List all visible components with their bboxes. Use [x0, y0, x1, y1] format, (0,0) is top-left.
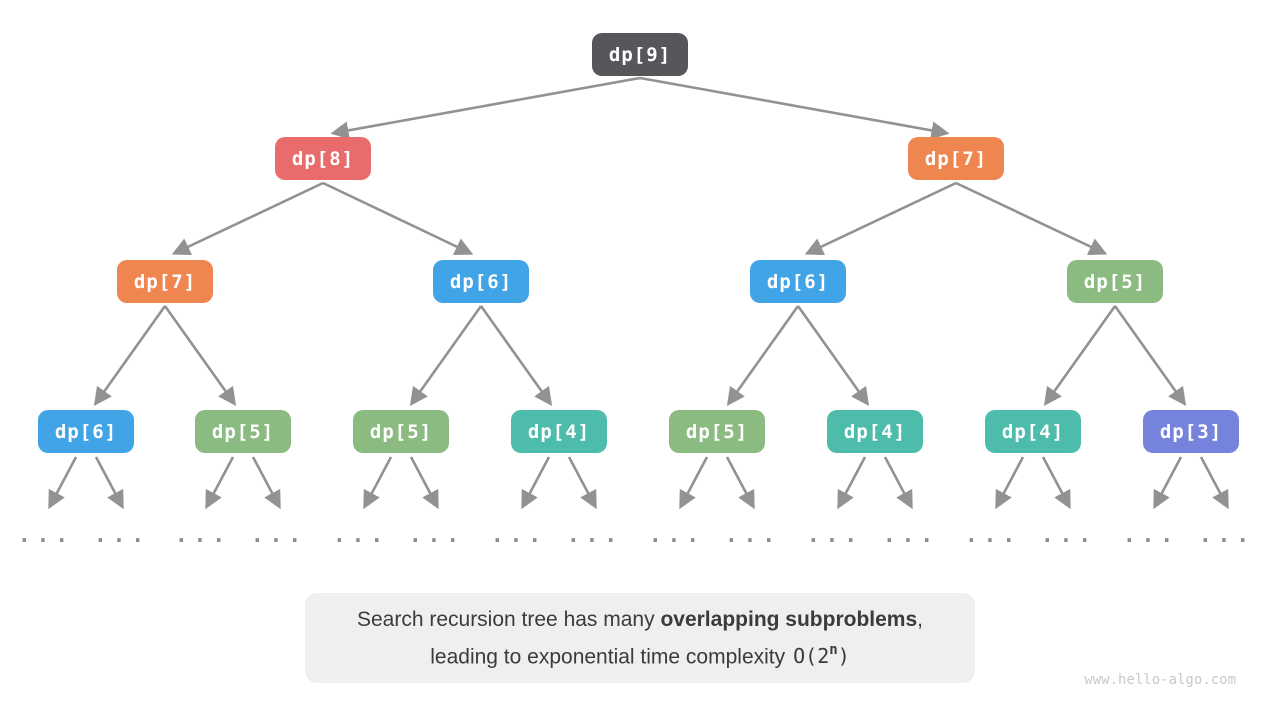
tree-node-dp3: dp[3] — [1143, 410, 1239, 453]
ellipsis: ... — [333, 523, 389, 547]
tree-node-dp8: dp[8] — [275, 137, 371, 180]
ellipsis: ... — [725, 523, 781, 547]
caption-line-1: Search recursion tree has many overlappi… — [356, 607, 924, 631]
ellipsis: ... — [175, 523, 231, 547]
complexity-formula: O(2n) — [793, 641, 850, 669]
ellipsis: ... — [409, 523, 465, 547]
tree-node-dp5: dp[5] — [195, 410, 291, 453]
ellipsis: ... — [491, 523, 547, 547]
tree-node-dp6: dp[6] — [750, 260, 846, 303]
ellipsis: ... — [567, 523, 623, 547]
tree-node-dp7: dp[7] — [908, 137, 1004, 180]
ellipsis: ... — [1199, 523, 1255, 547]
watermark: www.hello-algo.com — [1084, 672, 1236, 688]
tree-node-dp5: dp[5] — [1067, 260, 1163, 303]
tree-node-dp4: dp[4] — [511, 410, 607, 453]
tree-node-dp5: dp[5] — [353, 410, 449, 453]
caption-box: Search recursion tree has many overlappi… — [305, 593, 975, 683]
ellipsis: ... — [18, 523, 74, 547]
ellipsis: ... — [649, 523, 705, 547]
tree-node-dp9: dp[9] — [592, 33, 688, 76]
tree-node-dp4: dp[4] — [985, 410, 1081, 453]
ellipsis: ... — [883, 523, 939, 547]
tree-node-dp4: dp[4] — [827, 410, 923, 453]
ellipsis: ... — [1041, 523, 1097, 547]
ellipsis: ... — [94, 523, 150, 547]
tree-node-dp6: dp[6] — [38, 410, 134, 453]
tree-node-dp7: dp[7] — [117, 260, 213, 303]
ellipsis: ... — [965, 523, 1021, 547]
ellipsis: ... — [1123, 523, 1179, 547]
tree-node-dp6: dp[6] — [433, 260, 529, 303]
ellipsis: ... — [251, 523, 307, 547]
ellipsis: ... — [807, 523, 863, 547]
tree-node-dp5: dp[5] — [669, 410, 765, 453]
